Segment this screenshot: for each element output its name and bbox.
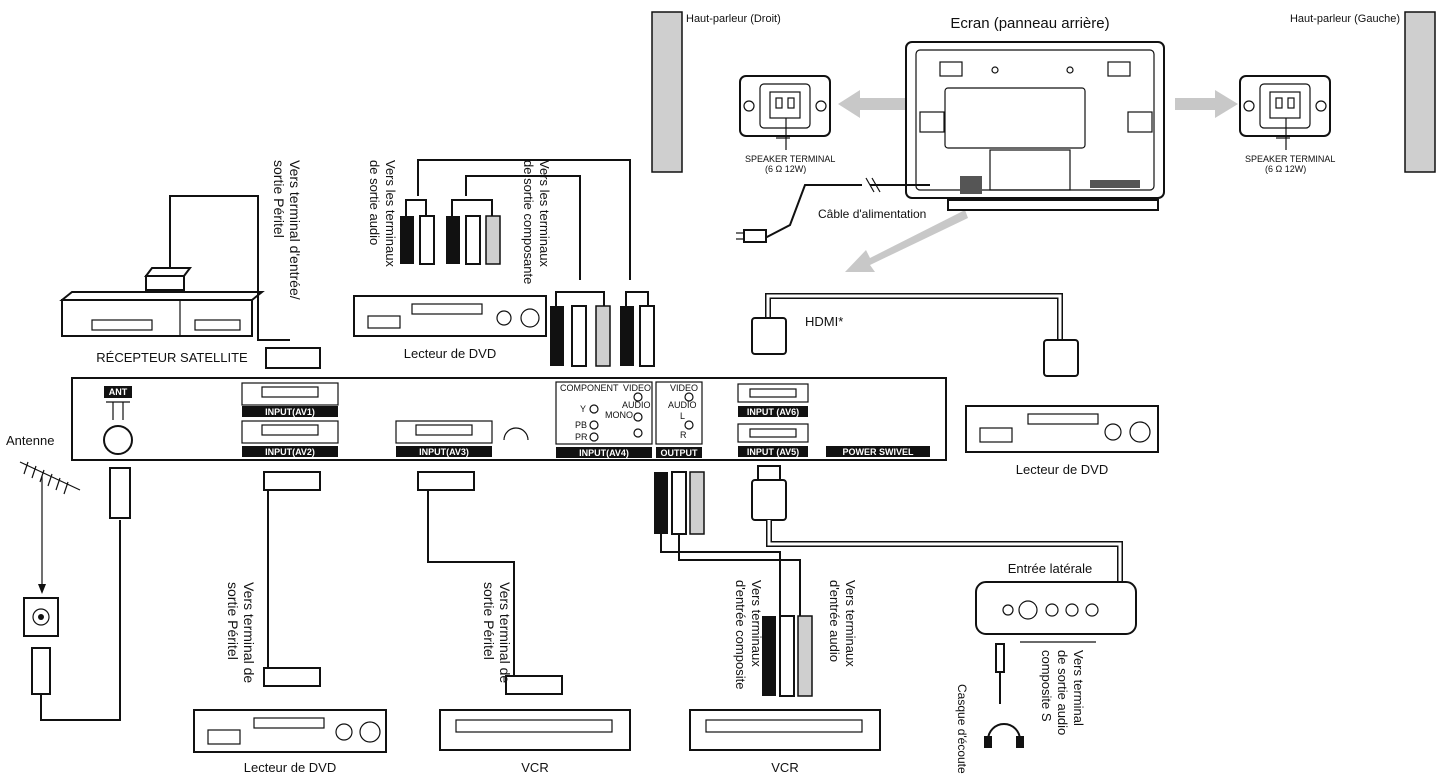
speaker-terminal-right: SPEAKER TERMINAL (6 Ω 12W)	[739, 75, 835, 174]
to-scart-out-2-line2: sortie Péritel	[481, 582, 497, 660]
side-input-label: Entrée latérale	[1008, 561, 1093, 576]
screen-back-panel: Ecran (panneau arrière)	[905, 15, 1165, 211]
to-s-composite-out-line1: Vers terminal	[1071, 650, 1086, 726]
speaker-spec-right: (6 Ω 12W)	[765, 164, 806, 174]
antenna: Antenne	[6, 433, 131, 721]
power-cable-label: Câble d'alimentation	[818, 207, 926, 221]
terminal-panel: ANT INPUT(AV1) INPUT(AV2) INPUT(AV3) COM…	[71, 377, 947, 461]
to-composite-in-line1: Vers terminaux	[749, 580, 764, 667]
rca-output-cable	[654, 471, 813, 697]
av2-label: INPUT(AV2)	[265, 447, 315, 457]
label-to-scart-io: Vers terminal d'entrée/ sortie Péritel	[271, 160, 303, 300]
to-audio-in-line1: Vers terminaux	[843, 580, 858, 667]
vcr-middle: VCR	[439, 709, 631, 775]
label-to-scart-out-1: Vers terminal de sortie Péritel	[225, 582, 257, 683]
l-label: L	[680, 411, 685, 421]
r-label: R	[680, 430, 687, 440]
speaker-left: Haut-parleur (Gauche)	[1290, 11, 1436, 173]
av4-label: INPUT(AV4)	[579, 448, 629, 458]
dvd-player-right: Lecteur de DVD	[965, 405, 1159, 477]
dvd-player-top: Lecteur de DVD	[353, 295, 547, 361]
video-label-out: VIDEO	[670, 383, 698, 393]
rca-plugs-top	[400, 159, 631, 280]
dvd-bottom-label: Lecteur de DVD	[244, 760, 337, 775]
vcr-right-label: VCR	[771, 760, 798, 775]
rca-plugs-av4	[550, 291, 655, 367]
hdmi-cable: HDMI*	[751, 293, 1079, 377]
to-audio-out-line2: de sortie audio	[367, 160, 382, 245]
to-scart-out-1-line1: Vers terminal de	[241, 582, 257, 683]
to-audio-out-line1: Vers les terminaux	[383, 160, 398, 267]
audio-label-av4: AUDIO	[622, 400, 651, 410]
satellite-receiver: RÉCEPTEUR SATELLITE	[59, 195, 265, 365]
mono-label: MONO	[605, 410, 633, 420]
label-to-s-composite-out: Vers terminal de sortie audio composite …	[1039, 650, 1086, 735]
scart-plug-av1	[257, 268, 321, 369]
power-cable: Câble d'alimentation	[736, 177, 930, 243]
to-scart-io-line1: Vers terminal d'entrée/	[287, 160, 303, 300]
label-to-scart-out-2: Vers terminal de sortie Péritel	[481, 582, 513, 683]
label-to-audio-out: Vers les terminaux de sortie audio	[367, 160, 398, 267]
headphones-label: Casque d'écoute	[955, 684, 969, 774]
label-to-composite-in: Vers terminaux d'entrée composite	[733, 580, 764, 689]
speaker-terminal-label-left: SPEAKER TERMINAL	[1245, 154, 1335, 164]
speaker-terminal-left: SPEAKER TERMINAL (6 Ω 12W)	[1239, 75, 1335, 174]
to-component-out-line2: de sortie composante	[521, 160, 536, 284]
av3-label: INPUT(AV3)	[419, 447, 469, 457]
video-label-av4: VIDEO	[623, 383, 651, 393]
dvd-right-label: Lecteur de DVD	[1016, 462, 1109, 477]
component-label: COMPONENT	[560, 383, 619, 393]
hdmi-label: HDMI*	[805, 314, 843, 329]
vcr-right: VCR	[689, 709, 881, 775]
y-label: Y	[580, 404, 586, 414]
output-label: OUTPUT	[661, 448, 699, 458]
power-swivel-label: POWER SWIVEL	[842, 447, 914, 457]
av1-label: INPUT(AV1)	[265, 407, 315, 417]
antenna-label: Antenne	[6, 433, 54, 448]
to-audio-in-line2: d'entrée audio	[827, 580, 842, 662]
pb-label: PB	[575, 420, 587, 430]
dvd-player-bottom: Lecteur de DVD	[193, 709, 387, 775]
av5-cable	[751, 465, 1123, 590]
ant-socket[interactable]	[103, 425, 133, 455]
av6-label: INPUT (AV6)	[747, 407, 799, 417]
pr-label: PR	[575, 432, 588, 442]
to-scart-out-2-line1: Vers terminal de	[497, 582, 513, 683]
speaker-terminal-label-right: SPEAKER TERMINAL	[745, 154, 835, 164]
to-composite-in-line2: d'entrée composite	[733, 580, 748, 689]
to-s-composite-out-line3: composite S	[1039, 650, 1054, 722]
dvd-top-label: Lecteur de DVD	[404, 346, 497, 361]
speaker-spec-left: (6 Ω 12W)	[1265, 164, 1306, 174]
to-scart-io-line2: sortie Péritel	[271, 160, 287, 238]
label-to-audio-in: Vers terminaux d'entrée audio	[827, 580, 858, 667]
screen-back-label: Ecran (panneau arrière)	[950, 15, 1109, 32]
headphones: Casque d'écoute	[955, 643, 1024, 774]
to-component-out-line1: Vers les terminaux	[537, 160, 552, 267]
label-to-component-out: Vers les terminaux de sortie composante	[521, 160, 552, 284]
vcr-middle-label: VCR	[521, 760, 548, 775]
scart-av2-cable	[263, 471, 321, 687]
satellite-label: RÉCEPTEUR SATELLITE	[96, 350, 248, 365]
side-input: Entrée latérale	[975, 561, 1137, 643]
screen-arrows	[838, 90, 1238, 272]
ant-label: ANT	[109, 387, 128, 397]
to-scart-out-1-line2: sortie Péritel	[225, 582, 241, 660]
to-s-composite-out-line2: de sortie audio	[1055, 650, 1070, 735]
scart-av3-cable	[417, 471, 563, 695]
audio-label-out: AUDIO	[668, 400, 697, 410]
speaker-right-label: Haut-parleur (Droit)	[686, 13, 781, 25]
speaker-right: Haut-parleur (Droit)	[651, 11, 781, 173]
av5-label: INPUT (AV5)	[747, 447, 799, 457]
speaker-left-label: Haut-parleur (Gauche)	[1290, 13, 1400, 25]
